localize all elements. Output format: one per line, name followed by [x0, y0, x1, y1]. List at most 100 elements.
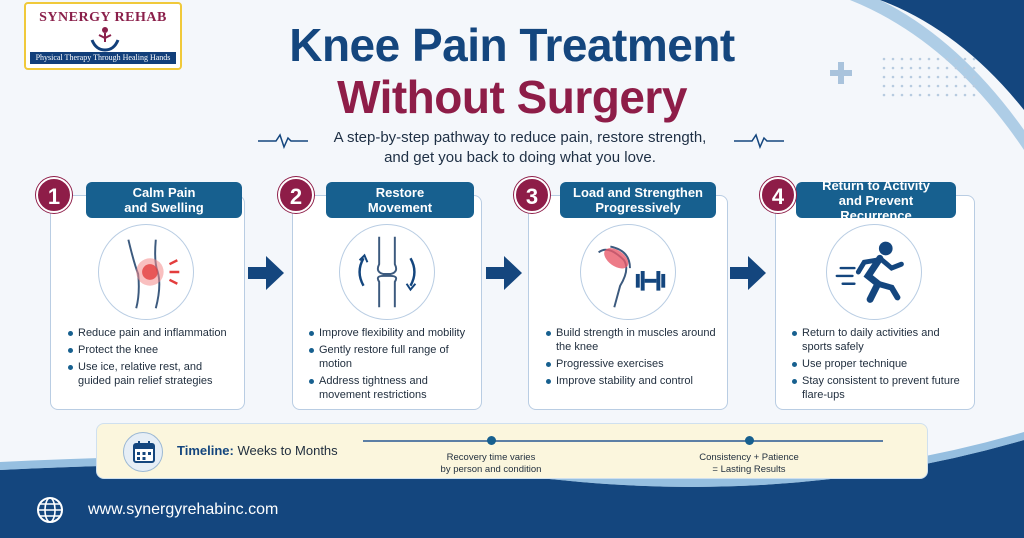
decor-dot — [891, 75, 895, 79]
list-item: Build strength in muscles around the kne… — [544, 326, 722, 354]
decor-dot — [963, 84, 967, 88]
heartbeat-left-icon — [258, 133, 308, 149]
heartbeat-right-icon — [734, 133, 784, 149]
decor-dot — [954, 75, 958, 79]
decor-dot — [936, 66, 940, 70]
brand-logo[interactable]: SYNERGY REHAB Physical Therapy Through H… — [24, 2, 182, 70]
decor-dot — [891, 84, 895, 88]
page-title-line1: Knee Pain Treatment — [289, 19, 735, 71]
step-1-number: 1 — [36, 177, 72, 213]
decor-dot — [909, 84, 913, 88]
timeline-note-2-line1: Consistency + Patience — [699, 452, 799, 463]
page-title-line2: Without Surgery — [337, 71, 687, 123]
decor-dot — [927, 75, 931, 79]
decor-dot — [972, 66, 976, 70]
list-item: Use ice, relative rest, and guided pain … — [66, 360, 238, 388]
logo-tagline: Physical Therapy Through Healing Hands — [30, 52, 176, 64]
decor-dot — [972, 57, 976, 61]
decor-dot — [909, 93, 913, 97]
decor-dot — [945, 84, 949, 88]
arrow-right-icon — [486, 256, 522, 290]
decor-dot — [945, 93, 949, 97]
timeline-note-1-line1: Recovery time varies — [446, 452, 536, 463]
plus-icon — [830, 62, 852, 84]
decor-dot — [954, 66, 958, 70]
step-4-title-line2: and Prevent Recurrence — [838, 192, 914, 223]
decor-dot — [891, 66, 895, 70]
decor-dot — [954, 84, 958, 88]
page-subtitle: A step-by-step pathway to reduce pain, r… — [310, 128, 730, 168]
decor-dot — [891, 57, 895, 61]
decor-dot — [882, 93, 886, 97]
decor-dot — [972, 75, 976, 79]
timeline-heading: Timeline: — [177, 443, 234, 458]
decor-dot — [918, 57, 922, 61]
timeline-panel: Timeline: Weeks to Months Recovery time … — [96, 423, 928, 479]
step-1-title-line2: and Swelling — [124, 200, 204, 215]
step-2-title-line1: Restore — [375, 185, 425, 200]
decor-dot — [963, 75, 967, 79]
logo-name: SYNERGY REHAB — [39, 10, 167, 25]
list-item: Gently restore full range of motion — [307, 343, 477, 371]
inflamed-knee-icon — [98, 224, 194, 320]
decor-dot — [891, 93, 895, 97]
decor-dot — [918, 75, 922, 79]
knee-joint-rotation-icon — [339, 224, 435, 320]
timeline-note-2-line2: = Lasting Results — [712, 464, 786, 475]
decor-dot — [972, 84, 976, 88]
subtitle-line1: A step-by-step pathway to reduce pain, r… — [333, 129, 707, 146]
runner-icon — [826, 224, 922, 320]
list-item: Address tightness and movement restricti… — [307, 374, 477, 402]
list-item: Progressive exercises — [544, 357, 722, 371]
step-3-title-line2: Progressively — [595, 200, 681, 215]
decor-dot — [945, 66, 949, 70]
decor-dot — [936, 57, 940, 61]
list-item: Improve stability and control — [544, 374, 722, 388]
decor-dot — [936, 84, 940, 88]
decor-dot — [945, 57, 949, 61]
decor-dot — [882, 57, 886, 61]
timeline-marker-1 — [487, 436, 496, 445]
decor-dot — [927, 93, 931, 97]
decor-dot — [900, 93, 904, 97]
decor-dot — [900, 57, 904, 61]
list-item: Stay consistent to prevent future flare-… — [790, 374, 970, 402]
decor-dot — [882, 75, 886, 79]
list-item: Use proper technique — [790, 357, 970, 371]
decor-dot — [900, 75, 904, 79]
decor-dot — [936, 93, 940, 97]
decor-dot — [882, 84, 886, 88]
arrow-right-icon — [730, 256, 766, 290]
step-1-title-line1: Calm Pain — [132, 185, 196, 200]
list-item: Protect the knee — [66, 343, 238, 357]
step-2-bullets: Improve flexibility and mobility Gently … — [307, 326, 477, 405]
decor-dot — [909, 57, 913, 61]
decor-dot — [909, 75, 913, 79]
list-item: Reduce pain and inflammation — [66, 326, 238, 340]
decor-dot — [882, 66, 886, 70]
muscle-dumbbell-icon — [580, 224, 676, 320]
decor-dot — [945, 75, 949, 79]
timeline-line — [363, 440, 883, 442]
step-4-bullets: Return to daily activities and sports sa… — [790, 326, 970, 405]
globe-icon — [37, 497, 63, 523]
decor-dot — [927, 57, 931, 61]
arrow-right-icon — [248, 256, 284, 290]
decor-dot — [954, 93, 958, 97]
list-item: Improve flexibility and mobility — [307, 326, 477, 340]
decor-dot — [927, 84, 931, 88]
calendar-icon — [123, 432, 163, 472]
decor-dot — [972, 93, 976, 97]
decor-dot — [918, 66, 922, 70]
step-3-bullets: Build strength in muscles around the kne… — [544, 326, 722, 391]
step-3-title-line1: Load and Strengthen — [573, 185, 703, 200]
step-2-title-line2: Movement — [367, 200, 433, 215]
subtitle-line2: and get you back to doing what you love. — [384, 149, 656, 166]
website-link[interactable]: www.synergyrehabinc.com — [88, 501, 279, 518]
decor-dot — [963, 66, 967, 70]
step-1-bullets: Reduce pain and inflammation Protect the… — [66, 326, 238, 391]
timeline-value: Weeks to Months — [237, 443, 338, 458]
